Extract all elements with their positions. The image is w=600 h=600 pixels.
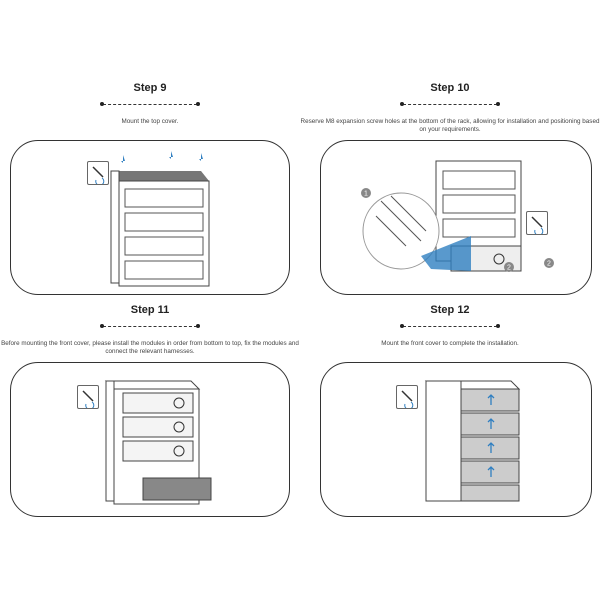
callout-2b: 2 bbox=[547, 261, 551, 268]
screwdriver-icon bbox=[87, 161, 109, 186]
step-10-header: Step 10 Reserve M8 expansion screw holes… bbox=[300, 82, 600, 134]
callout-1: 1 bbox=[364, 191, 368, 198]
divider bbox=[400, 100, 500, 108]
step-12-illustration bbox=[320, 362, 592, 517]
screwdriver-icon bbox=[396, 385, 418, 410]
screwdriver-icon bbox=[77, 385, 99, 410]
rack-modules-drawing bbox=[104, 380, 212, 505]
step-title: Step 11 bbox=[130, 304, 170, 316]
screwdriver-icon bbox=[526, 211, 548, 236]
step-11-illustration bbox=[10, 362, 290, 517]
step-description: Before mounting the front cover, please … bbox=[1, 340, 299, 355]
step-12-header: Step 12 Mount the front cover to complet… bbox=[300, 304, 600, 348]
step-9-header: Step 9 Mount the top cover. bbox=[0, 82, 300, 126]
step-description: Mount the front cover to complete the in… bbox=[381, 340, 519, 347]
step-10-illustration: 1 2 2 bbox=[320, 140, 592, 295]
step-11-header: Step 11 Before mounting the front cover,… bbox=[0, 304, 300, 356]
divider bbox=[100, 322, 200, 330]
step-title: Step 9 bbox=[133, 82, 167, 94]
step-title: Step 12 bbox=[430, 304, 470, 316]
rack-base-drawing: 1 2 2 bbox=[361, 160, 554, 272]
callout-2: 2 bbox=[507, 265, 511, 272]
step-description: Reserve M8 expansion screw holes at the … bbox=[300, 118, 600, 133]
divider bbox=[400, 322, 500, 330]
rack-front-cover-drawing bbox=[424, 380, 521, 502]
rack-top-cover-drawing bbox=[110, 151, 210, 287]
step-9-illustration bbox=[10, 140, 290, 295]
step-description: Mount the top cover. bbox=[121, 118, 179, 125]
step-title: Step 10 bbox=[430, 82, 470, 94]
divider bbox=[100, 100, 200, 108]
